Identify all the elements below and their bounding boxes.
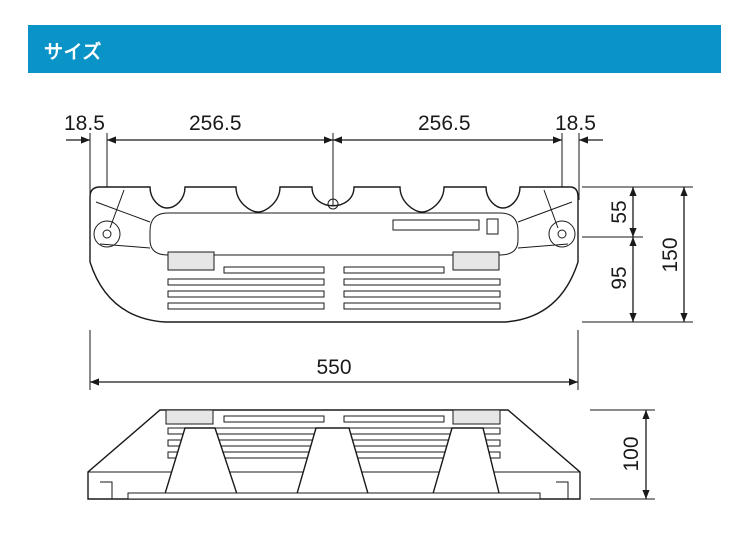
front-vent-slots — [167, 415, 501, 459]
section-title: サイズ — [44, 41, 102, 63]
dim-label-side-total: 150 — [659, 237, 682, 272]
mount-hole-left — [102, 229, 112, 239]
dim-label-side-upper: 55 — [608, 200, 631, 223]
dim-label-top-left-span: 256.5 — [189, 112, 242, 135]
label-tab — [486, 218, 499, 235]
top-view-inner-panel — [149, 212, 519, 256]
dim-label-side-lower: 95 — [608, 266, 631, 289]
front-feet — [100, 481, 569, 499]
front-pad-right — [452, 409, 501, 425]
label-slot — [392, 219, 480, 231]
dim-label-top-right-margin: 18.5 — [555, 112, 596, 135]
pad-right — [452, 251, 500, 271]
height-dimension-group: 100 — [590, 409, 655, 500]
width-dimension-group: 550 — [89, 330, 579, 390]
mount-boss-right — [548, 220, 576, 248]
section-header: サイズ — [28, 25, 721, 73]
vent-slots — [167, 266, 501, 310]
mount-hole-right — [557, 229, 567, 239]
mount-boss-left — [93, 220, 121, 248]
dim-label-top-left-margin: 18.5 — [64, 112, 105, 135]
top-view — [89, 186, 579, 323]
front-view — [87, 409, 581, 500]
dim-label-height-front: 100 — [620, 436, 643, 471]
dim-label-width-total: 550 — [316, 356, 351, 379]
top-view-ribs — [95, 201, 573, 249]
front-base-plate — [127, 492, 541, 500]
front-pad-left — [165, 409, 214, 425]
top-dimension-group: 18.5 256.5 256.5 18.5 — [64, 112, 603, 230]
mount-hole-center — [327, 198, 339, 210]
side-dimension-group: 55 95 150 — [582, 186, 693, 323]
pad-left — [167, 251, 215, 271]
dim-label-top-right-span: 256.5 — [418, 112, 471, 135]
